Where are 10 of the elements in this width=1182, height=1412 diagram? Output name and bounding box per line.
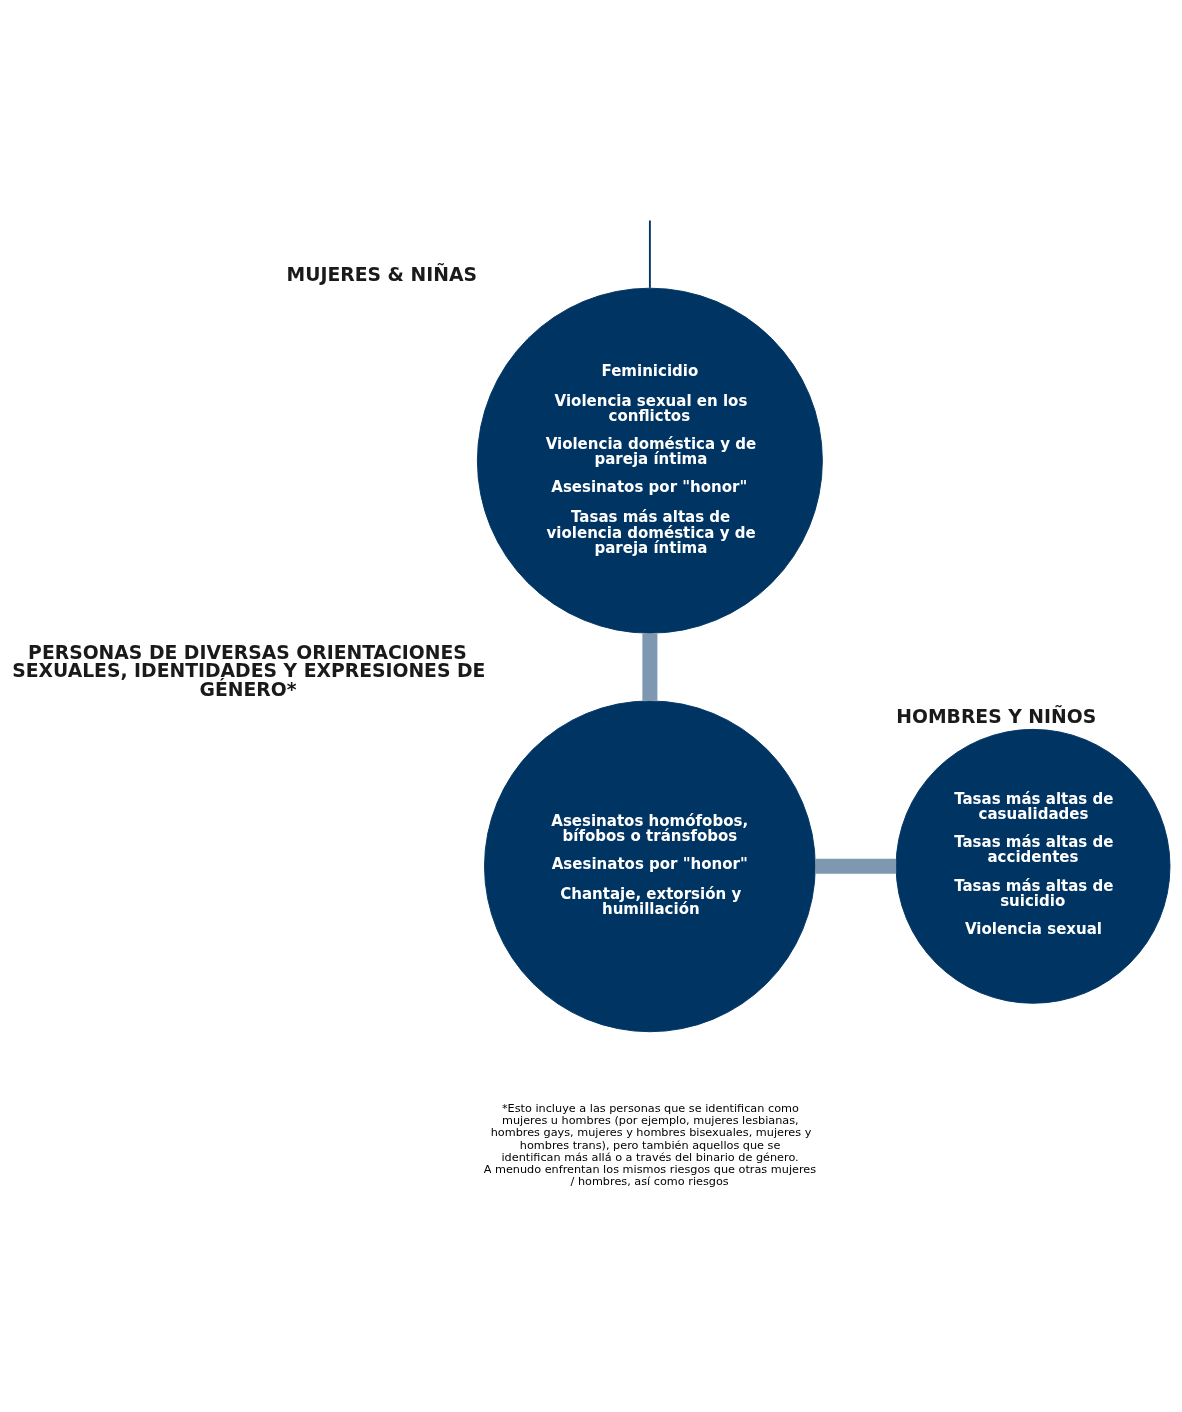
connector (642, 633, 658, 701)
node-circle: Feminicidio Violencia sexual en los conflictos Violencia doméstica y de pareja íntima Asesinatos por "honor" Tasas más altas de violencia doméstica y de pareja íntima (476, 287, 823, 634)
connector (648, 219, 651, 289)
connector (815, 858, 897, 874)
label: *Esto incluye a las personas que se identifican como mujeres u hombres (por ejemplo, mujeres lesbianas, hombres gays, mujeres y hombres bisexuales, mujeres y hombres trans), pero también aquellos que se identifican más allá o a través del binario de género. A menudo enfrentan los mismos riesgos que otras mujeres / hombres, así como riesgos (483, 1102, 817, 1189)
node-label: MUJERES & NIÑAS (286, 264, 477, 286)
node-circle: Asesinatos homófobos, bífobos o tránsfobos Asesinatos por "honor" Chantaje, extorsión y humillación (484, 700, 816, 1033)
node-label: PERSONAS DE DIVERSAS ORIENTACIONES SEXUALES, IDENTIDADES Y EXPRESIONES DE GÉNERO* (12, 641, 486, 701)
node-label: HOMBRES Y NIÑOS (896, 705, 1097, 727)
node-circle: Tasas más altas de casualidades Tasas más altas de accidentes Tasas más altas de suicidio Violencia sexual (895, 728, 1171, 1004)
